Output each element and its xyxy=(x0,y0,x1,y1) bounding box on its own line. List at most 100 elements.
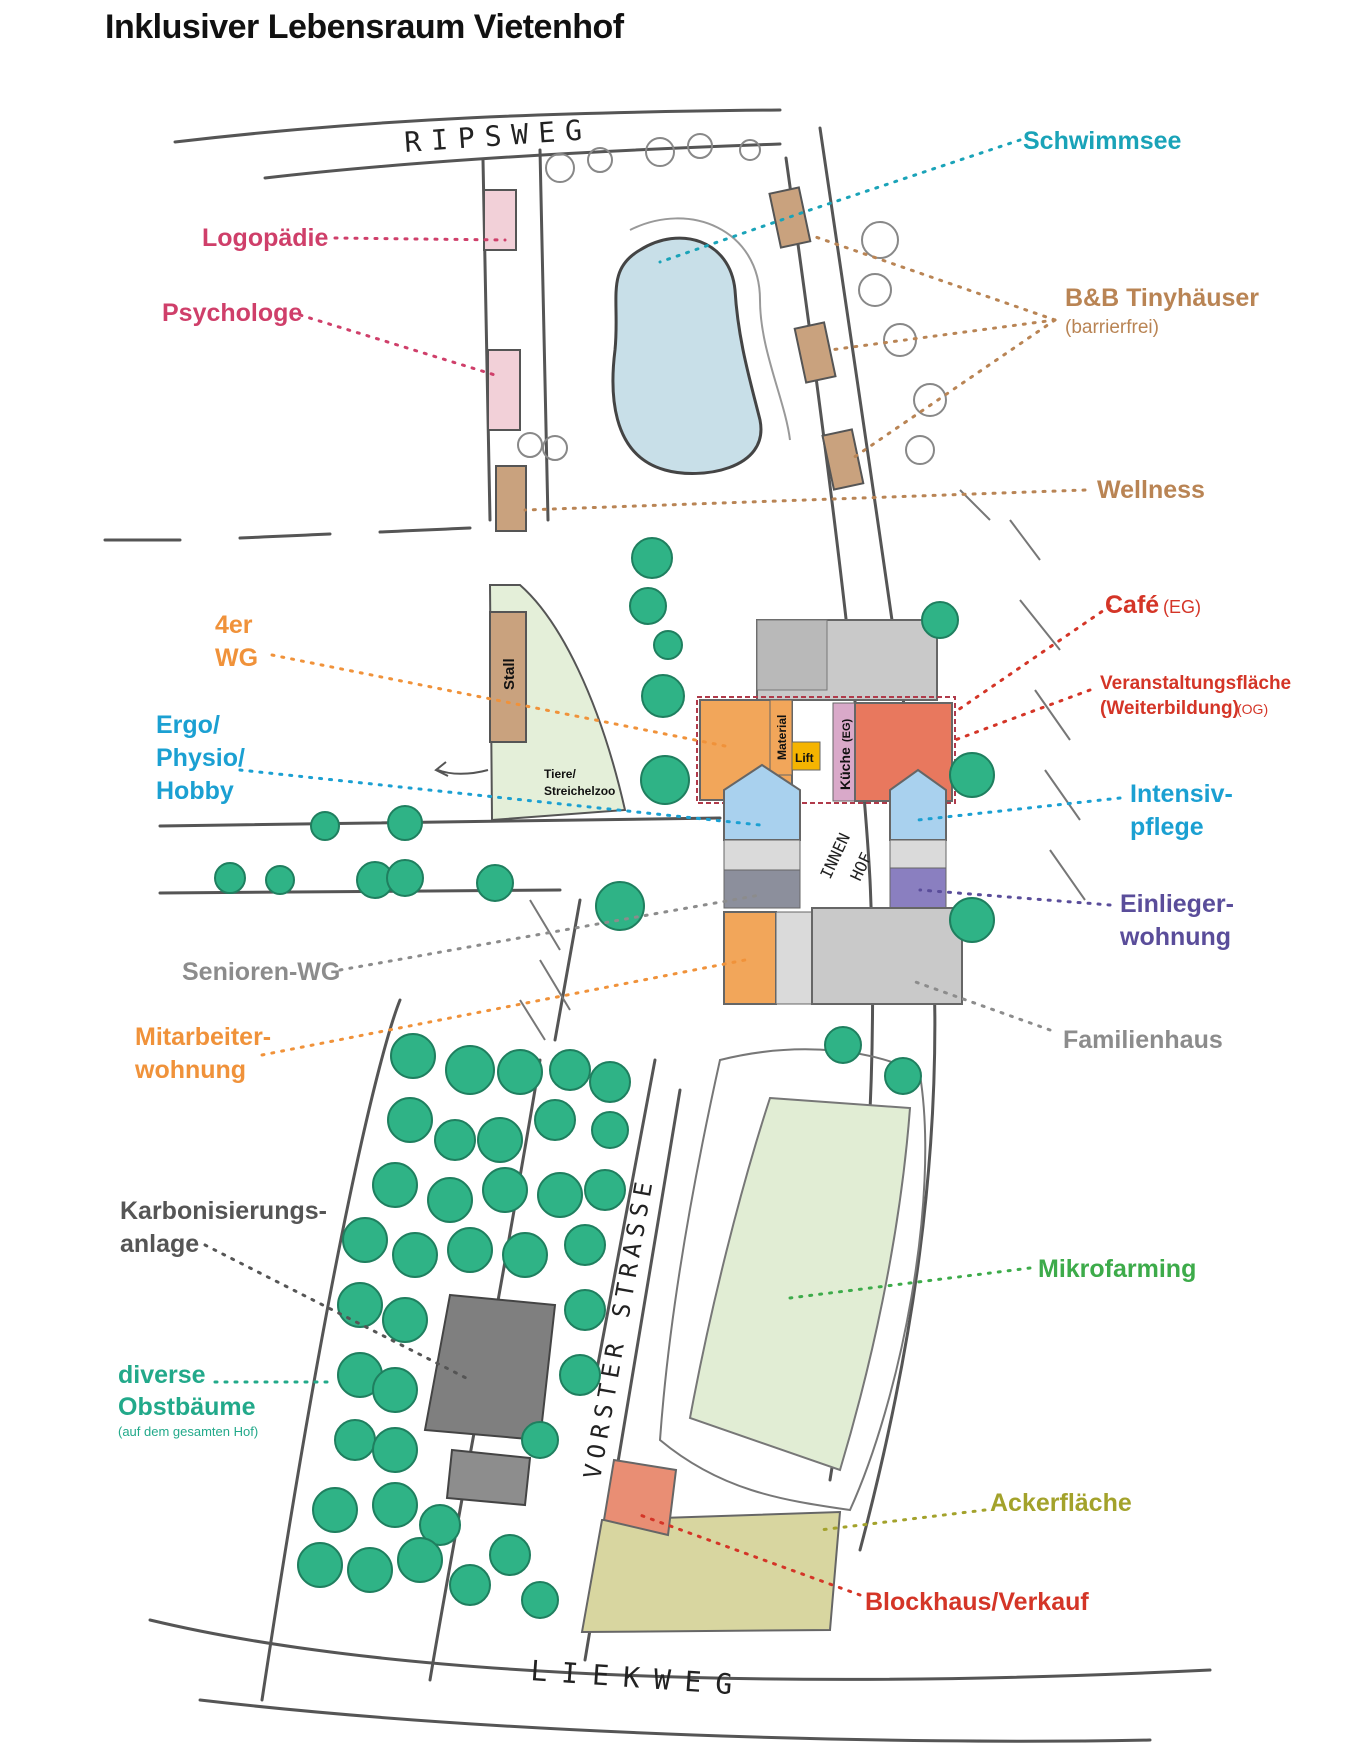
tree xyxy=(334,1419,376,1461)
tree xyxy=(390,1033,436,1079)
hatching xyxy=(519,489,1086,1041)
label-veranstaltung-sub: (OG) xyxy=(1237,701,1268,717)
senioren-dark-west xyxy=(723,869,801,909)
liekweg-edge xyxy=(148,1618,1212,1681)
tree xyxy=(564,1289,606,1331)
karbon-annex xyxy=(445,1448,532,1507)
leader-veranstaltung xyxy=(953,688,1092,742)
north-wing-roof xyxy=(756,619,828,691)
mitarbeiter-orange xyxy=(723,911,777,1005)
tree xyxy=(489,1534,531,1576)
leader-karbon xyxy=(203,1243,472,1382)
psychologe-building xyxy=(487,349,521,431)
label-ergo-1: Ergo/ xyxy=(156,711,220,739)
wellness-building xyxy=(495,465,527,532)
leader-acker xyxy=(818,1508,987,1532)
label-veranstaltung-1: Veranstaltungsfläche xyxy=(1100,673,1291,694)
leader-tiny-1 xyxy=(808,233,1057,322)
main-building xyxy=(696,619,963,1005)
tinyhaus-2 xyxy=(793,321,837,384)
leader-intensiv xyxy=(916,796,1122,822)
label-karbon-1: Karbonisierungs- xyxy=(120,1197,327,1225)
tree xyxy=(372,1367,418,1413)
label-blockhaus: Blockhaus/Verkauf xyxy=(865,1588,1089,1616)
label-ergo-3: Hobby xyxy=(156,777,234,805)
tree xyxy=(434,1119,476,1161)
tree xyxy=(372,1162,418,1208)
tree xyxy=(312,1487,358,1533)
tree xyxy=(559,1354,601,1396)
label-einlieger-2: wohnung xyxy=(1119,923,1231,951)
middle-road-upper xyxy=(158,816,722,828)
tree xyxy=(214,862,246,894)
tree xyxy=(477,1117,523,1163)
liekweg-edge-2 xyxy=(198,1698,1152,1743)
einlieger-violet xyxy=(889,867,947,909)
tree xyxy=(502,1232,548,1278)
kueche-label: Küche xyxy=(837,747,853,790)
label-obst-sub: (auf dem gesamten Hof) xyxy=(118,1424,258,1439)
pond-edge-outer xyxy=(629,217,791,441)
label-cafe: Café xyxy=(1105,591,1159,619)
road-liekweg: LIEKWEG xyxy=(530,1654,748,1702)
leader-tiny-3 xyxy=(848,318,1057,462)
south-light xyxy=(775,911,813,1005)
tree xyxy=(342,1217,388,1263)
tree xyxy=(310,811,340,841)
leader-schwimmsee xyxy=(658,138,1022,264)
vorster-strasse-west xyxy=(553,898,582,1042)
leader-wellness xyxy=(523,488,1087,512)
leader-einlieger xyxy=(918,888,1112,907)
label-tinyhaeuser: B&B Tinyhäuser xyxy=(1065,284,1259,312)
label-tinyhaeuser-sub: (barrierfrei) xyxy=(1065,317,1159,338)
page-title: Inklusiver Lebensraum Vietenhof xyxy=(105,8,624,46)
tree xyxy=(387,805,423,841)
senioren-light-west xyxy=(723,839,801,871)
tree xyxy=(564,1224,606,1266)
tree xyxy=(640,755,690,805)
label-senioren: Senioren-WG xyxy=(182,958,340,986)
label-4er-wg-2: WG xyxy=(215,644,258,672)
leader-psychologe xyxy=(298,313,497,377)
south-west-edge xyxy=(260,998,402,1702)
label-obst-1: diverse xyxy=(118,1361,206,1389)
tree xyxy=(297,1542,343,1588)
stall-building xyxy=(489,611,527,743)
tree xyxy=(584,1169,626,1211)
label-schwimmsee: Schwimmsee xyxy=(1023,127,1182,155)
label-mikrofarming: Mikrofarming xyxy=(1038,1255,1196,1283)
ripsweg-road-edge xyxy=(173,108,782,144)
tree xyxy=(521,1581,559,1619)
tree xyxy=(595,881,645,931)
tree xyxy=(397,1537,443,1583)
tree xyxy=(372,1482,418,1528)
leader-cafe xyxy=(953,604,1112,714)
kueche-floor-label: (EG) xyxy=(841,718,853,742)
tree xyxy=(427,1177,473,1223)
label-veranstaltung-2: (Weiterbildung) xyxy=(1100,698,1239,719)
familienhaus xyxy=(811,907,963,1005)
tree xyxy=(482,1167,528,1213)
tree xyxy=(419,1504,461,1546)
tree xyxy=(445,1045,495,1095)
tree xyxy=(372,1427,418,1473)
blockhaus xyxy=(602,1458,678,1537)
tree xyxy=(447,1227,493,1273)
tree xyxy=(497,1049,543,1095)
material-room xyxy=(769,699,793,776)
tiere-label-1: Tiere/ xyxy=(544,767,576,781)
tree xyxy=(534,1099,576,1141)
tree xyxy=(387,1097,433,1143)
ackerflaeche xyxy=(580,1510,842,1634)
tree xyxy=(884,1057,922,1095)
vorster-strasse-east-2 xyxy=(593,1058,657,1382)
shrubs xyxy=(517,133,947,465)
leader-mitarbeiter xyxy=(260,958,747,1057)
label-mitarbeiter-2: wohnung xyxy=(134,1056,246,1084)
tree xyxy=(549,1049,591,1091)
tree xyxy=(949,752,995,798)
label-ackerflaeche: Ackerfläche xyxy=(990,1489,1132,1517)
stall-label: Stall xyxy=(501,658,518,690)
tree xyxy=(629,587,667,625)
